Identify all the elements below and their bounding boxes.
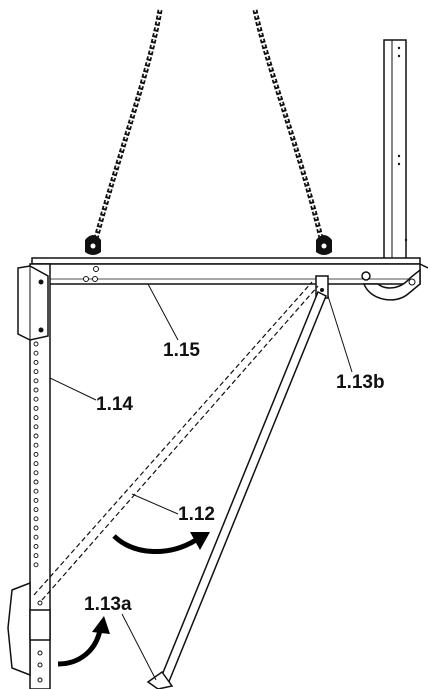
mast-hole xyxy=(33,534,39,540)
mast-hole xyxy=(33,451,39,457)
mast-hole xyxy=(33,488,39,494)
mast-hole xyxy=(33,525,39,531)
mast-hole xyxy=(33,442,39,448)
label-1-12: 1.12 xyxy=(178,504,215,525)
mast-hole xyxy=(33,543,39,549)
mast-hole xyxy=(33,405,39,411)
label-1-13b: 1.13b xyxy=(336,372,385,393)
label-1-14: 1.14 xyxy=(96,394,133,415)
label-1-15: 1.15 xyxy=(163,340,200,361)
leader-1-15 xyxy=(147,283,179,341)
leader-1-12 xyxy=(131,493,179,515)
brace-solid xyxy=(146,290,327,689)
leader-1-13b xyxy=(327,295,353,373)
leader-1-13a xyxy=(121,613,157,681)
mast-hole xyxy=(33,424,39,430)
mast-hole xyxy=(33,470,39,476)
mast-hole xyxy=(33,350,39,356)
rotation-arrow-lower xyxy=(57,616,110,667)
lifting-chain-right xyxy=(252,9,325,243)
mast-hole xyxy=(33,369,39,375)
shackle-left xyxy=(85,235,101,255)
mast-hole xyxy=(33,433,39,439)
leader-1-14 xyxy=(49,377,97,401)
mast-hole xyxy=(33,553,39,559)
mast-hole xyxy=(33,359,39,365)
mast-hole xyxy=(33,461,39,467)
left-mast xyxy=(7,263,51,689)
rotation-arrow-upper xyxy=(112,532,210,554)
lifting-chain-left xyxy=(92,9,163,243)
mast-hole xyxy=(33,497,39,503)
top-beam xyxy=(31,257,428,301)
shackle-right xyxy=(316,235,332,255)
mast-hole xyxy=(33,341,39,347)
mast-hole xyxy=(33,415,39,421)
right-tower xyxy=(383,39,408,271)
mast-hole xyxy=(33,516,39,522)
mast-hole xyxy=(33,479,39,485)
mast-hole xyxy=(33,396,39,402)
mast-hole xyxy=(33,387,39,393)
mast-hole xyxy=(33,562,39,568)
mast-hole xyxy=(33,378,39,384)
label-1-13a: 1.13a xyxy=(84,594,132,615)
brace-dashed-position xyxy=(33,281,319,601)
mast-hole xyxy=(33,507,39,513)
